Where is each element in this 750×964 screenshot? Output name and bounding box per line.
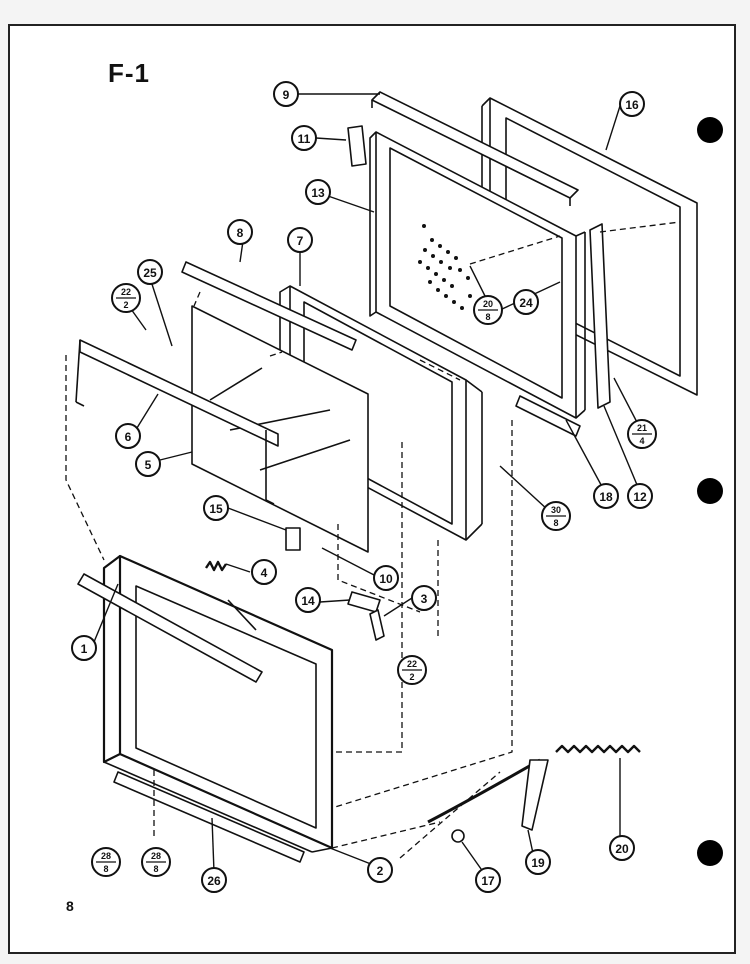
svg-text:2: 2 — [409, 672, 414, 682]
callout-20: 20 — [609, 835, 635, 861]
svg-text:11: 11 — [298, 132, 311, 146]
svg-text:7: 7 — [297, 234, 304, 248]
svg-text:2: 2 — [377, 864, 384, 878]
svg-text:8: 8 — [153, 864, 158, 874]
svg-text:8: 8 — [485, 312, 490, 322]
svg-text:21: 21 — [637, 423, 647, 433]
svg-text:4: 4 — [261, 566, 268, 580]
callout-19: 19 — [525, 849, 551, 875]
svg-text:28: 28 — [101, 851, 111, 861]
svg-text:20: 20 — [615, 842, 629, 856]
binder-hole-bottom — [697, 840, 723, 866]
svg-text:13: 13 — [311, 186, 325, 200]
part-rear-panel — [369, 131, 586, 419]
callout-5: 5 — [135, 451, 161, 477]
callout-12: 12 — [627, 483, 653, 509]
callout-7: 7 — [287, 227, 313, 253]
part-top-strip — [371, 91, 579, 206]
callout-3: 3 — [411, 585, 437, 611]
callout-16: 16 — [619, 91, 645, 117]
svg-text:5: 5 — [145, 458, 152, 472]
fraction-callout-28-8-right: 288 — [141, 847, 171, 877]
callout-24: 24 — [513, 289, 539, 315]
part-clip — [347, 125, 367, 167]
svg-text:16: 16 — [625, 98, 639, 112]
assembly-guides — [65, 221, 681, 859]
fraction-callout-30-8: 308 — [541, 501, 571, 531]
callout-26: 26 — [201, 867, 227, 893]
part-bottom-rail — [113, 771, 305, 863]
svg-text:10: 10 — [379, 572, 393, 586]
svg-text:9: 9 — [283, 88, 290, 102]
part-bottom-trim — [515, 395, 581, 437]
callout-6: 6 — [115, 423, 141, 449]
fraction-callout-22-2-lower: 222 — [397, 655, 427, 685]
svg-text:8: 8 — [237, 226, 244, 240]
svg-text:19: 19 — [531, 856, 545, 870]
callout-4: 4 — [251, 559, 277, 585]
part-hinge-arm — [369, 609, 385, 641]
callout-18-trim: 18 — [593, 483, 619, 509]
svg-text:26: 26 — [207, 874, 221, 888]
svg-text:14: 14 — [301, 594, 315, 608]
part-door-channel — [75, 339, 279, 505]
part-hinge-lever — [427, 758, 549, 831]
callout-17: 17 — [475, 867, 501, 893]
part-latch — [285, 527, 301, 551]
part-hinge-bracket — [347, 591, 381, 613]
callout-9: 9 — [273, 81, 299, 107]
svg-text:12: 12 — [633, 490, 647, 504]
fraction-callout-20-8: 208 — [473, 295, 503, 325]
svg-text:22: 22 — [121, 287, 131, 297]
svg-text:3: 3 — [421, 592, 428, 606]
svg-text:28: 28 — [151, 851, 161, 861]
svg-text:8: 8 — [103, 864, 108, 874]
callout-10: 10 — [373, 565, 399, 591]
svg-text:24: 24 — [519, 296, 533, 310]
svg-text:30: 30 — [551, 505, 561, 515]
part-glass-strip — [181, 261, 357, 351]
binder-hole-top — [697, 117, 723, 143]
callout-1: 1 — [71, 635, 97, 661]
fraction-callout-21-4: 214 — [627, 419, 657, 449]
part-side-strip — [589, 223, 611, 409]
callout-15: 15 — [203, 495, 229, 521]
callout-14: 14 — [295, 587, 321, 613]
svg-text:15: 15 — [209, 502, 223, 516]
svg-text:8: 8 — [553, 518, 558, 528]
part-screw — [451, 829, 465, 843]
callout-11: 11 — [291, 125, 317, 151]
callout-25: 25 — [137, 259, 163, 285]
callout-2: 2 — [367, 857, 393, 883]
svg-text:2: 2 — [123, 300, 128, 310]
part-small-spring — [205, 560, 227, 572]
svg-text:20: 20 — [483, 299, 493, 309]
svg-text:22: 22 — [407, 659, 417, 669]
page-number: 8 — [66, 898, 74, 914]
perforation-pattern — [418, 224, 480, 310]
fraction-callout-28-8-left: 288 — [91, 847, 121, 877]
part-glass-panel — [191, 305, 369, 553]
svg-text:25: 25 — [143, 266, 157, 280]
svg-text:1: 1 — [81, 642, 88, 656]
part-door-spring — [555, 744, 641, 754]
svg-text:4: 4 — [639, 436, 644, 446]
callout-13: 13 — [305, 179, 331, 205]
callout-8: 8 — [227, 219, 253, 245]
fraction-callout-22-2-upper: 222 — [111, 283, 141, 313]
svg-text:6: 6 — [125, 430, 132, 444]
svg-text:17: 17 — [481, 874, 495, 888]
part-outer-door — [77, 554, 334, 853]
svg-text:18: 18 — [599, 490, 613, 504]
figure-label: F-1 — [108, 58, 150, 88]
binder-hole-middle — [697, 478, 723, 504]
